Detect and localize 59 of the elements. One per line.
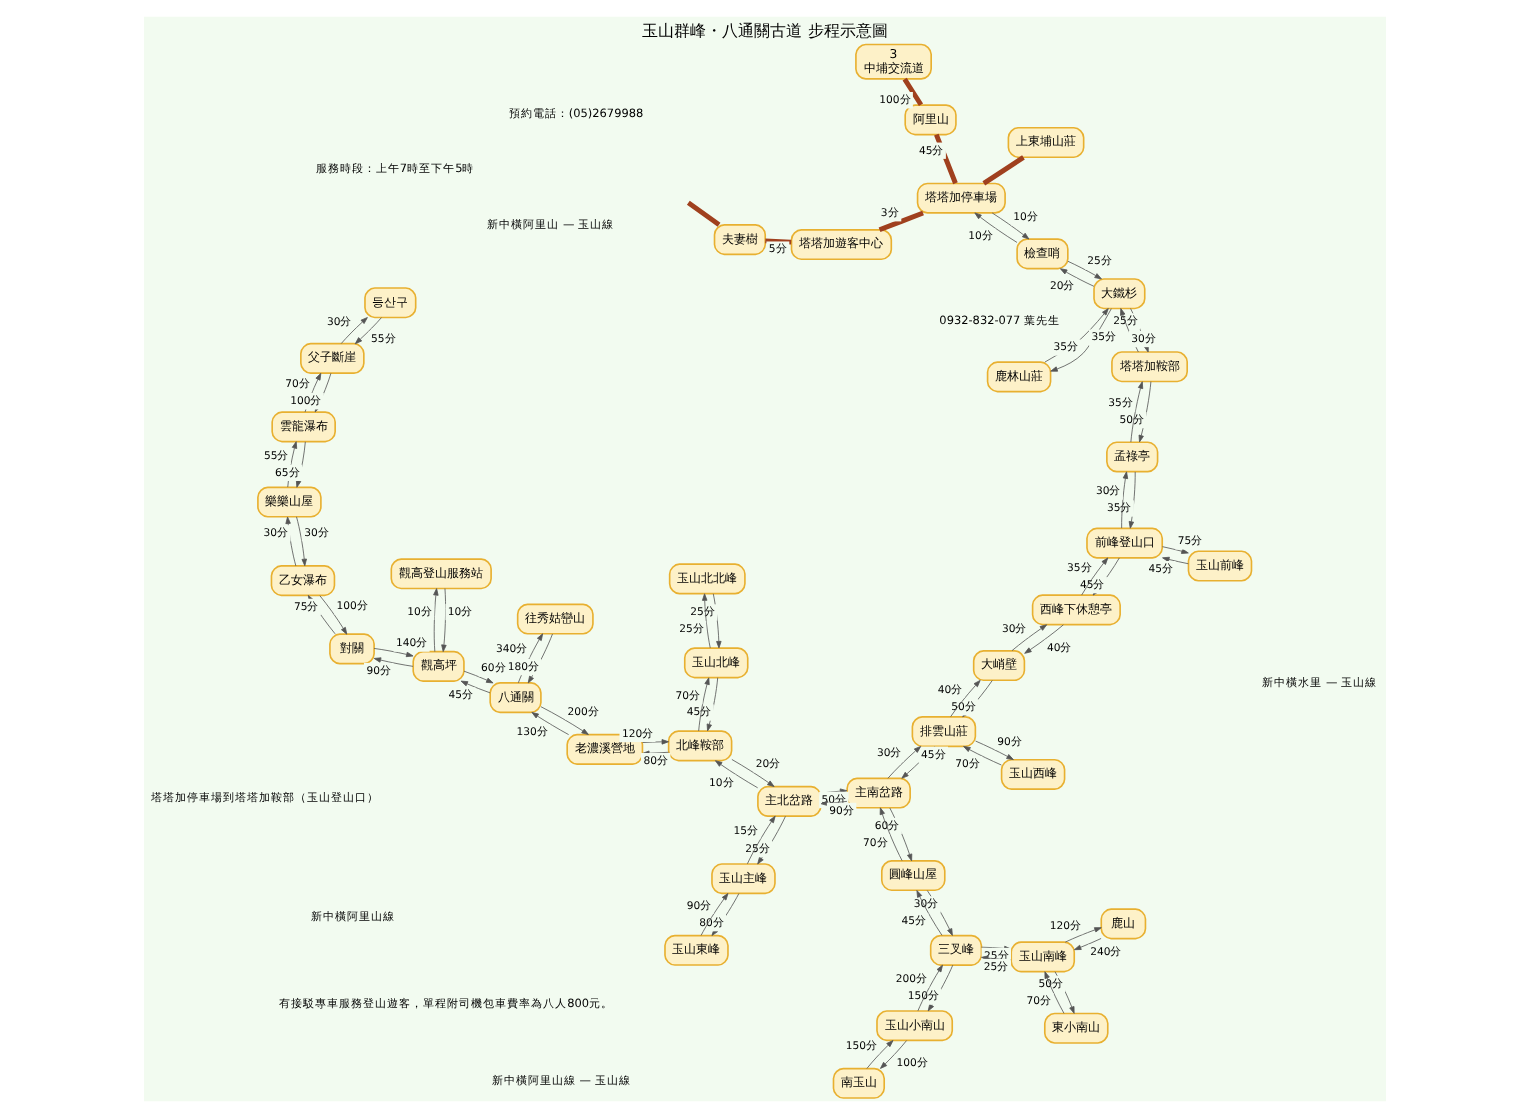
arrow bbox=[879, 1040, 906, 1069]
arrow bbox=[962, 746, 1001, 766]
arrow bbox=[530, 712, 569, 735]
connector bbox=[877, 210, 923, 233]
arrow bbox=[284, 516, 296, 567]
arrow bbox=[705, 677, 718, 732]
arrow bbox=[878, 807, 902, 862]
arrow bbox=[1127, 471, 1135, 529]
arrow bbox=[1120, 471, 1128, 529]
arrow bbox=[1137, 381, 1151, 443]
arrow bbox=[710, 893, 739, 936]
arrow bbox=[701, 593, 710, 649]
connector bbox=[981, 155, 1024, 186]
arrow bbox=[353, 317, 381, 345]
arrow bbox=[339, 317, 367, 344]
arrow bbox=[974, 740, 1013, 761]
arrow bbox=[990, 212, 1029, 240]
arrow bbox=[1010, 624, 1047, 651]
arrow bbox=[1059, 268, 1094, 287]
arrow bbox=[915, 890, 942, 936]
arrow bbox=[1119, 308, 1138, 353]
arrow bbox=[926, 964, 953, 1012]
arrow bbox=[462, 670, 493, 684]
arrow bbox=[1043, 971, 1064, 1014]
arrow bbox=[372, 648, 413, 658]
arrow bbox=[973, 212, 1017, 243]
connector bbox=[685, 200, 720, 227]
arrow bbox=[714, 760, 758, 789]
arrow bbox=[372, 657, 413, 667]
arrow bbox=[1063, 927, 1101, 943]
connector bbox=[764, 238, 791, 245]
arrow bbox=[1043, 308, 1108, 363]
arrow bbox=[916, 964, 942, 1012]
arrow bbox=[746, 815, 775, 865]
arrow bbox=[1161, 546, 1188, 554]
arrow bbox=[697, 677, 709, 732]
arrow bbox=[1066, 260, 1101, 280]
arrow bbox=[1129, 381, 1143, 443]
arrow bbox=[730, 759, 774, 787]
arrow bbox=[756, 815, 785, 865]
arrow bbox=[295, 516, 306, 567]
arrow bbox=[1072, 938, 1101, 951]
arrow bbox=[318, 595, 347, 635]
diagram-title: 玉山群峰・八通關古道 步程示意圖 bbox=[641, 20, 887, 41]
arrow bbox=[641, 739, 668, 745]
arrow bbox=[699, 893, 728, 936]
arrow bbox=[526, 633, 552, 684]
arrow bbox=[711, 593, 721, 649]
arrow bbox=[819, 800, 847, 806]
arrow bbox=[294, 441, 305, 488]
arrow bbox=[1161, 556, 1188, 565]
arrow bbox=[286, 441, 297, 488]
arrow bbox=[865, 1040, 893, 1069]
arrow bbox=[886, 746, 921, 779]
arrow bbox=[539, 706, 588, 735]
arrow bbox=[432, 588, 438, 652]
connector bbox=[901, 77, 923, 107]
arrow bbox=[459, 680, 490, 694]
arrow bbox=[1023, 624, 1063, 654]
